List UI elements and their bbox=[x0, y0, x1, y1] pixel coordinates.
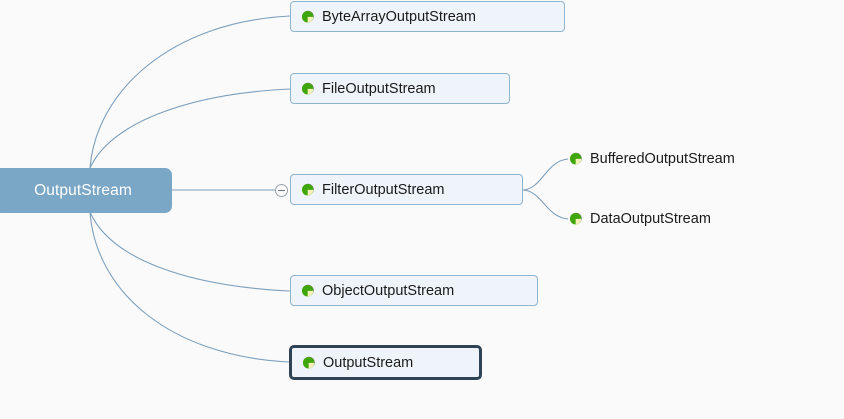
java-class-icon bbox=[301, 10, 314, 23]
java-class-icon bbox=[301, 82, 314, 95]
java-class-icon bbox=[301, 284, 314, 297]
root-node-label: OutputStream bbox=[34, 181, 132, 199]
node-outputstream-selected[interactable]: OutputStream bbox=[289, 345, 482, 380]
collapse-toggle-filteroutputstream[interactable] bbox=[275, 184, 288, 197]
node-objectoutputstream[interactable]: ObjectOutputStream bbox=[290, 275, 538, 306]
node-bytearrayoutputstream[interactable]: ByteArrayOutputStream bbox=[290, 1, 565, 32]
node-label: DataOutputStream bbox=[590, 211, 711, 227]
edge-filteroutputstream-to-dataoutputstream bbox=[522, 189, 569, 220]
node-filteroutputstream[interactable]: FilterOutputStream bbox=[290, 174, 523, 205]
node-fileoutputstream[interactable]: FileOutputStream bbox=[290, 73, 510, 104]
edge-root-to-objectoutputstream bbox=[89, 211, 291, 292]
java-class-icon bbox=[301, 183, 314, 196]
node-label: BufferedOutputStream bbox=[590, 151, 735, 167]
node-label: FileOutputStream bbox=[322, 80, 436, 97]
root-node-outputstream[interactable]: OutputStream bbox=[0, 168, 172, 213]
node-label: OutputStream bbox=[323, 354, 414, 371]
java-class-icon bbox=[302, 356, 315, 369]
node-dataoutputstream[interactable]: DataOutputStream bbox=[569, 209, 711, 229]
edge-filteroutputstream-to-bufferedoutputstream bbox=[522, 158, 569, 191]
edge-root-to-fileoutputstream bbox=[89, 88, 291, 169]
node-bufferedoutputstream[interactable]: BufferedOutputStream bbox=[569, 149, 735, 169]
edge-root-to-outputstream bbox=[89, 211, 290, 363]
node-label: FilterOutputStream bbox=[322, 181, 445, 198]
node-label: ObjectOutputStream bbox=[322, 282, 455, 299]
java-class-icon bbox=[569, 152, 582, 165]
node-label: ByteArrayOutputStream bbox=[322, 8, 476, 25]
edge-root-to-bytearrayoutputstream bbox=[89, 15, 291, 169]
java-class-icon bbox=[569, 212, 582, 225]
